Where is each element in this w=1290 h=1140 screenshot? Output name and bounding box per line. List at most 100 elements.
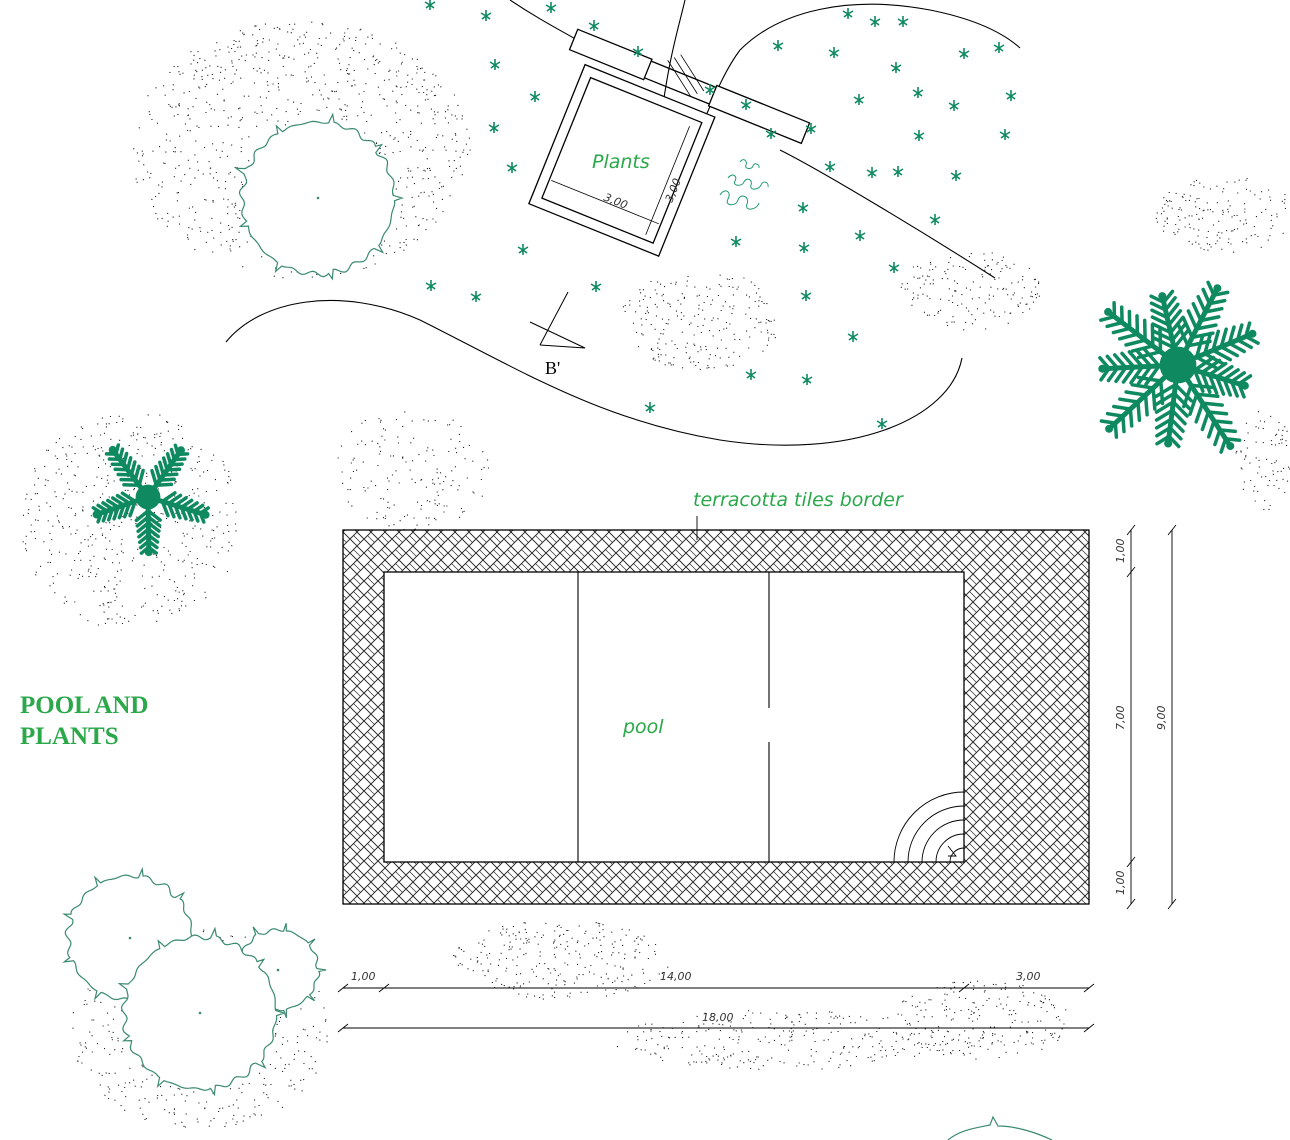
stipple-dots	[616, 1010, 948, 1070]
shrub-marker	[424, 0, 436, 10]
section-marker-label: B'	[545, 358, 560, 378]
outline-tree-top-center	[316, 196, 320, 200]
outline-tree-bottom-small-center	[128, 936, 132, 940]
shrub-marker	[888, 262, 900, 273]
shrub-marker	[854, 230, 866, 241]
stipple-dots	[337, 411, 489, 531]
stipple-dots	[1235, 411, 1290, 511]
path-line-b	[704, 49, 741, 119]
leafy-tree-right	[1098, 280, 1260, 454]
plants-room-door-swing	[667, 54, 705, 97]
shrub-marker	[588, 20, 600, 31]
pool-dimension-lines	[337, 524, 1177, 1033]
shrub-marker	[912, 87, 924, 98]
dim-total-vertical: 9,00	[1155, 706, 1168, 731]
plants-room	[528, 28, 811, 257]
shrub-marker	[506, 162, 518, 173]
shrub-marker	[800, 290, 812, 301]
pool-corner-steps	[893, 791, 965, 863]
pool-water-area	[383, 571, 965, 863]
plants-room-outer-wall	[528, 63, 716, 257]
plants-room-dim-line-width	[551, 179, 659, 225]
shrub-marker	[824, 161, 836, 172]
dim-border-left: 1,00	[351, 970, 376, 983]
gravel-stipple-areas	[22, 21, 1290, 1128]
shrub-marker	[765, 128, 777, 139]
top-garden-curve	[739, 3, 1021, 51]
shrub-marker	[828, 47, 840, 58]
shrub-marker	[632, 46, 644, 57]
shrub-marker	[853, 94, 865, 105]
shrub-marker	[590, 281, 602, 292]
shrub-marker	[929, 214, 941, 225]
pool-label: pool	[622, 716, 664, 738]
shrub-marker	[993, 42, 1005, 53]
plants-room-inner-wall	[541, 76, 703, 244]
leafy-tree-left	[91, 443, 210, 557]
stipple-dots	[1155, 177, 1286, 253]
pool	[342, 516, 1090, 905]
shrub-marker	[892, 166, 904, 177]
outline-tree-bottom-large-center	[198, 1011, 202, 1015]
shrub-marker	[805, 123, 817, 134]
plants-room-top-wall-right	[707, 84, 811, 145]
shrub-marker	[950, 170, 962, 181]
climbing-plant-squiggles	[719, 159, 769, 210]
outline-trees	[62, 112, 1053, 1140]
dim-right: 3,00	[1016, 970, 1041, 983]
shrub-marker	[897, 16, 909, 27]
shrub-marker	[876, 418, 888, 429]
shrub-marker	[545, 2, 557, 13]
shrub-marker	[704, 84, 716, 95]
shrub-marker	[730, 236, 742, 247]
dim-border-top: 1,00	[1114, 539, 1127, 564]
shrub-marker	[644, 402, 656, 413]
stipple-dots	[896, 980, 1067, 1060]
shrub-marker	[745, 369, 757, 380]
shrub-marker	[488, 122, 500, 133]
stipple-dots	[453, 922, 669, 1000]
drawing-title-line1: POOL AND	[20, 692, 149, 719]
dim-total-horizontal: 18,00	[702, 1011, 734, 1024]
plants-room-door-opening	[644, 60, 717, 105]
shrub-marker	[958, 48, 970, 59]
plants-room-dim-line-depth	[645, 126, 690, 235]
shrub-marker	[869, 16, 881, 27]
outline-tree-bottom-large	[117, 926, 286, 1097]
shrub-marker	[1005, 90, 1017, 101]
stipple-dots	[622, 274, 776, 370]
dim-border-bottom: 1,00	[1114, 871, 1127, 896]
shrub-marker	[480, 10, 492, 21]
shrub-marker	[425, 280, 437, 291]
plants-room-top-wall-left	[568, 28, 653, 81]
shrub-marker	[913, 130, 925, 141]
tiles-border-label: terracotta tiles border	[693, 489, 904, 511]
outline-tree-partial	[947, 1115, 1053, 1140]
dim-inner: 7,00	[1114, 706, 1127, 731]
drawing-title-line2: PLANTS	[20, 723, 119, 750]
shrub-marker	[529, 91, 541, 102]
shrub-marker	[470, 291, 482, 302]
shrub-marker	[948, 100, 960, 111]
shrub-marker	[517, 244, 529, 255]
shrub-marker	[999, 129, 1011, 140]
shrub-marker	[890, 62, 902, 73]
stipple-dots	[22, 414, 237, 626]
shrub-marker	[847, 331, 859, 342]
small-shrub-markers	[424, 0, 1017, 429]
shrub-marker	[842, 8, 854, 19]
shrub-marker	[797, 202, 809, 213]
drawing-title: POOL AND PLANTS	[20, 690, 220, 752]
lower-garden-curve	[225, 299, 963, 446]
leafy-trees	[91, 280, 1260, 557]
dim-middle: 14,00	[660, 970, 692, 983]
shrub-marker	[740, 99, 752, 110]
shrub-marker	[772, 40, 784, 51]
shrub-marker	[866, 167, 878, 178]
outline-tree-top	[234, 112, 404, 281]
shrub-marker	[798, 242, 810, 253]
shrub-marker	[801, 374, 813, 385]
outline-tree-bottom-right-center	[276, 968, 280, 972]
section-marker: B'	[529, 291, 586, 378]
